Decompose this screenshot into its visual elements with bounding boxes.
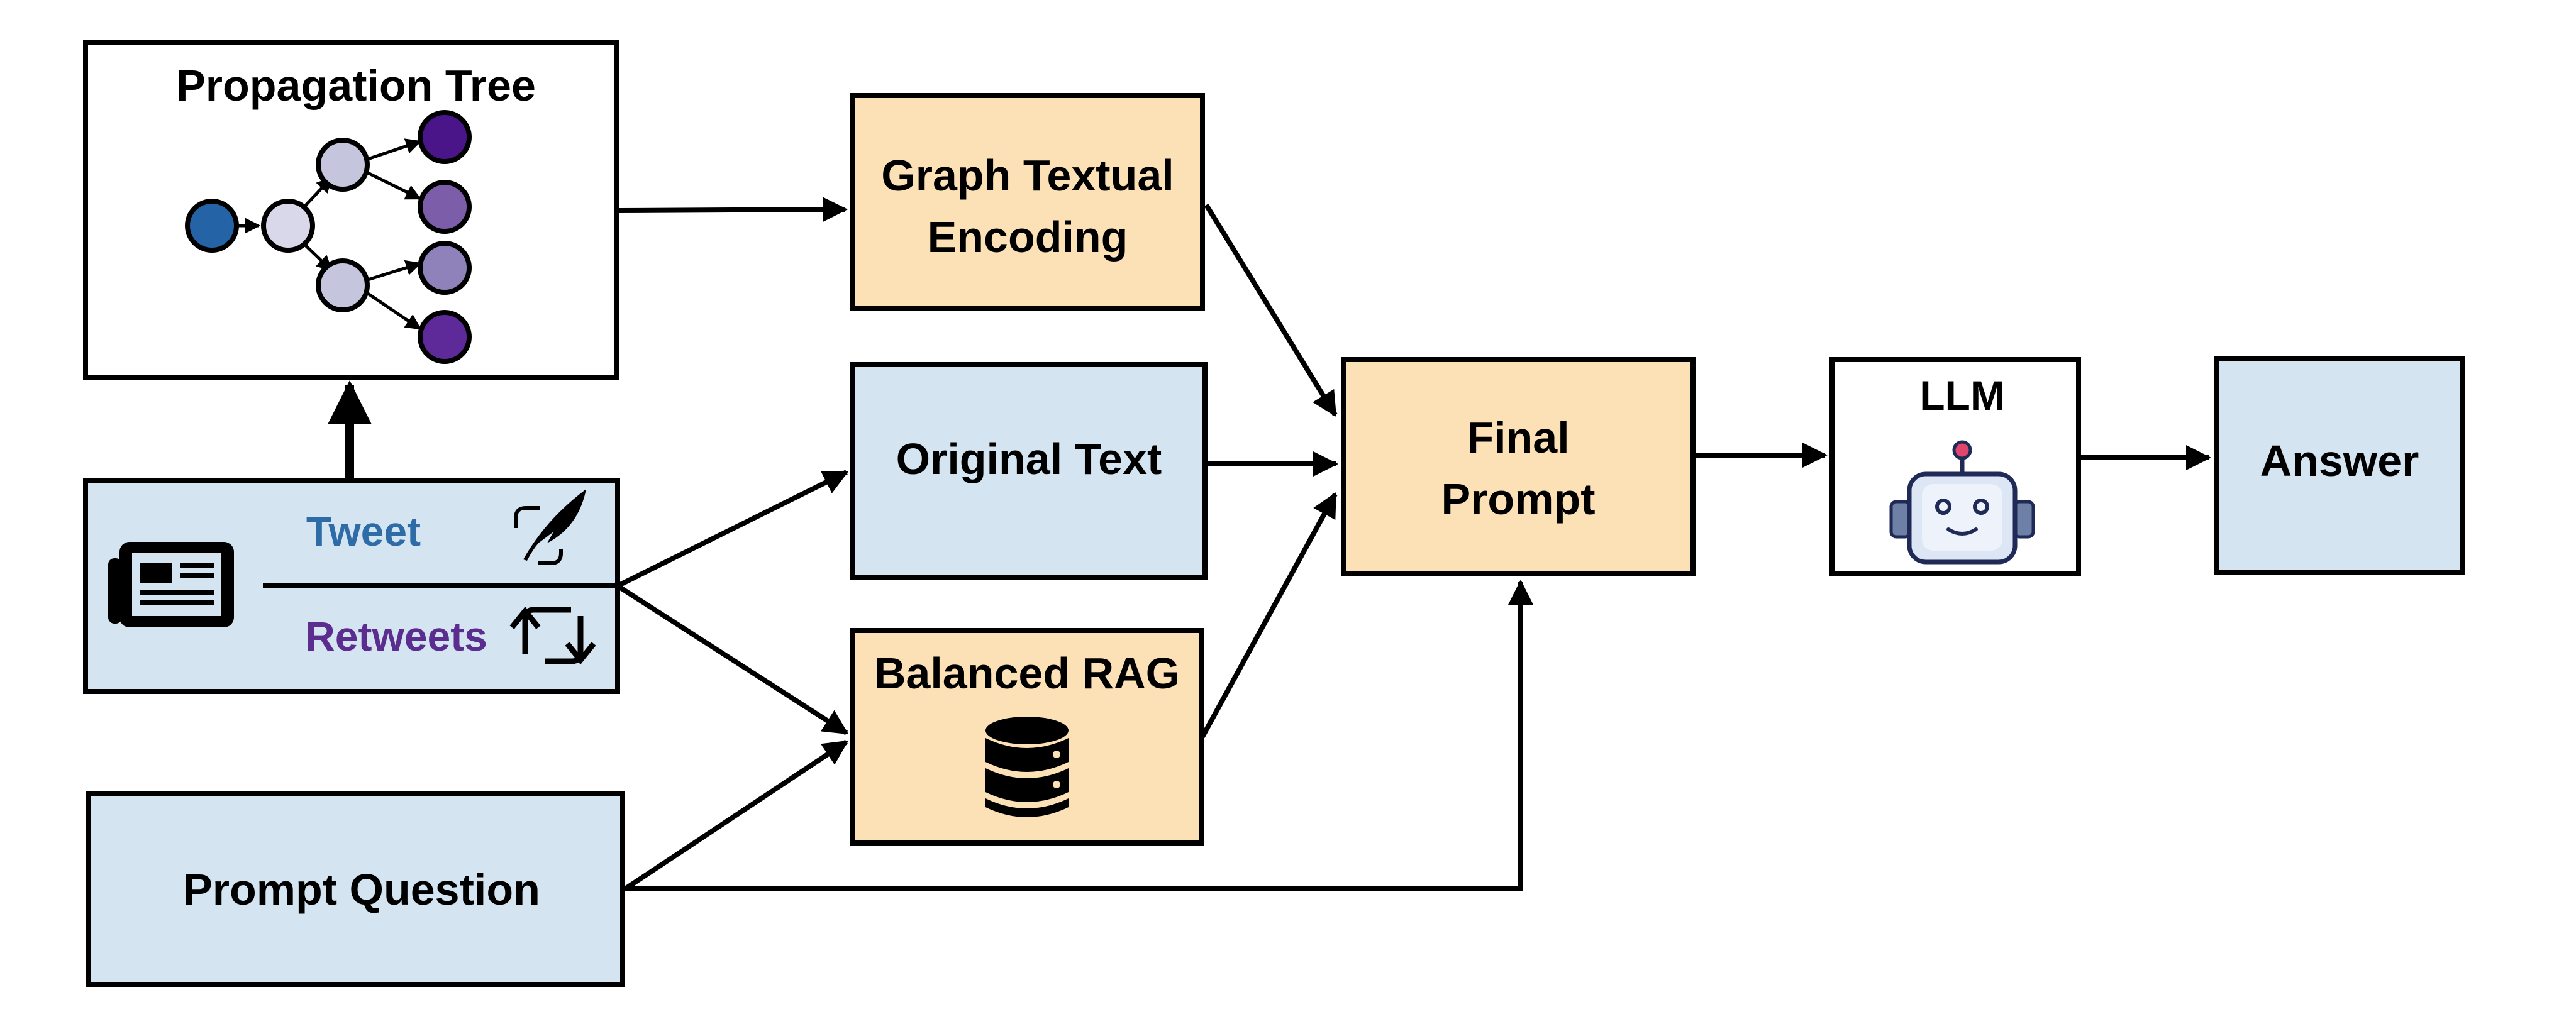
- arrow-input-to-original: [616, 470, 849, 588]
- database-icon: [985, 717, 1069, 817]
- arrow-tree-to-encoding: [619, 197, 848, 223]
- retweet-icon: [509, 606, 596, 665]
- tree-node-root: [185, 199, 239, 253]
- tree-node: [261, 199, 315, 253]
- tree-nodes: [185, 110, 472, 364]
- prompt-question-label: Prompt Question: [183, 865, 540, 914]
- robot-icon: [1889, 440, 2035, 565]
- final-prompt-line2: Prompt: [1441, 475, 1596, 524]
- answer-label: Answer: [2260, 436, 2419, 485]
- llm-label: LLM: [1919, 372, 2005, 419]
- graph-encoding-line1: Graph Textual: [881, 151, 1174, 200]
- arrow-encoding-to-final: [1204, 203, 1338, 417]
- balanced-rag-box: Balanced RAG: [850, 628, 1204, 846]
- arrow-rag-to-final: [1200, 492, 1338, 738]
- tweet-input-box: Tweet Retweets: [83, 478, 620, 694]
- propagation-tree-title: Propagation Tree: [176, 61, 536, 110]
- final-prompt-line1: Final: [1467, 413, 1569, 462]
- tree-node: [418, 180, 472, 234]
- arrow-question-to-final: [625, 580, 1533, 891]
- retweets-label: Retweets: [305, 613, 487, 659]
- tree-node: [418, 110, 472, 164]
- newspaper-icon: [108, 542, 234, 627]
- tree-node: [418, 241, 472, 295]
- feather-icon: [514, 489, 586, 565]
- llm-box: LLM: [1829, 357, 2081, 576]
- final-prompt-box: Final Prompt: [1341, 357, 1696, 576]
- tree-node: [316, 258, 370, 312]
- original-text-label: Original Text: [896, 434, 1162, 483]
- prompt-question-box: Prompt Question: [86, 791, 625, 987]
- answer-box: Answer: [2214, 356, 2465, 575]
- tree-node: [316, 138, 370, 192]
- arrow-input-to-rag: [616, 583, 849, 736]
- propagation-tree-box: Propagation Tree: [83, 40, 619, 380]
- tweet-label: Tweet: [306, 508, 421, 554]
- graph-textual-encoding-box: Graph Textual Encoding: [850, 93, 1205, 311]
- graph-encoding-line2: Encoding: [928, 212, 1128, 262]
- arrow-question-to-rag: [623, 739, 849, 891]
- balanced-rag-label: Balanced RAG: [874, 649, 1180, 698]
- connectors: [328, 197, 2211, 891]
- tree-node: [418, 310, 472, 364]
- original-text-box: Original Text: [850, 362, 1208, 580]
